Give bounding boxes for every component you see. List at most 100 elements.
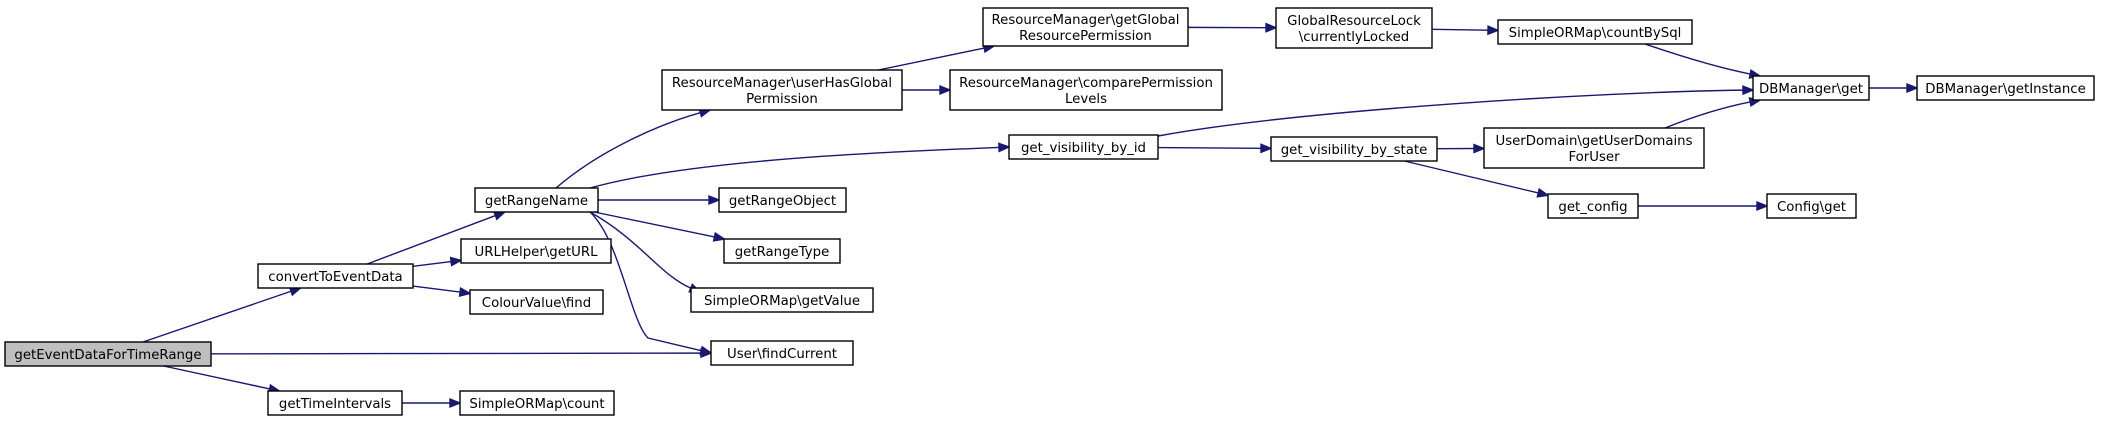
- node-simpleormap-countbysql[interactable]: SimpleORMap\countBySql: [1497, 19, 1693, 45]
- node-label: convertToEventData: [268, 270, 402, 285]
- node-config-get[interactable]: Config\get: [1766, 193, 1857, 219]
- node-box[interactable]: [1547, 193, 1639, 219]
- edge-get_visibility_by_state-to-get_config-line: [1404, 160, 1539, 194]
- node-box[interactable]: [710, 340, 854, 366]
- edge-GRL_currentlyLocked-to-SimpleORMap_countBySql-line: [1431, 28, 1489, 31]
- edge-GRL_currentlyLocked-to-SimpleORMap_countBySql: [1431, 25, 1500, 36]
- edge-get_config-to-Config_get-arrowhead: [1756, 200, 1769, 212]
- node-box[interactable]: [982, 7, 1189, 47]
- node-geteventdatafortimerange[interactable]: getEventDataForTimeRange: [4, 341, 212, 367]
- node-dbmanager-get[interactable]: DBManager\get: [1752, 75, 1870, 101]
- node-box[interactable]: [1483, 127, 1705, 169]
- node-box[interactable]: [257, 263, 414, 289]
- node-box[interactable]: [1497, 19, 1693, 45]
- edge-RM_getGlobalResourcePermission-to-GRL_currentlyLocked-arrowhead: [1265, 22, 1278, 33]
- edge-get_visibility_by_id-to-get_visibility_by_state-arrowhead: [1260, 143, 1273, 154]
- node-box[interactable]: [1275, 7, 1433, 49]
- edge-getRangeName-to-getRangeType-arrowhead: [712, 231, 727, 242]
- node-box[interactable]: [723, 238, 841, 264]
- node-urlhelper-geturl[interactable]: URLHelper\getURL: [460, 238, 612, 264]
- edge-getEventDataForTimeRange-to-User_findCurrent-line: [210, 352, 702, 355]
- node-converttoeventdata[interactable]: convertToEventData: [257, 263, 414, 289]
- edge-getTimeIntervals-to-SimpleORMap_count-arrowhead: [449, 397, 462, 409]
- node-label: getRangeType: [735, 245, 830, 260]
- node-grl-currentlylocked[interactable]: GlobalResourceLock\currentlyLocked: [1275, 7, 1433, 49]
- edge-getRangeName-to-RM_userHasGlobalPermission: [555, 108, 712, 189]
- edge-convertToEventData-to-URLHelper_getURL-line: [412, 260, 452, 268]
- node-simpleormap-getvalue[interactable]: SimpleORMap\getValue: [690, 287, 874, 313]
- edge-get_visibility_by_state-to-get_config: [1404, 160, 1550, 198]
- node-box[interactable]: [469, 289, 604, 315]
- edge-convertToEventData-to-ColourValue_find: [412, 285, 472, 298]
- node-label: SimpleORMap\getValue: [704, 294, 860, 309]
- node-box[interactable]: [1270, 136, 1438, 162]
- node-label: SimpleORMap\count: [469, 397, 604, 412]
- node-box[interactable]: [718, 187, 847, 213]
- edge-RM_userHasGlobalPermission-to-RM_getGlobalResourcePermission-line: [878, 47, 985, 71]
- nodes-layer: getEventDataForTimeRange convertToEventDa…: [4, 7, 2095, 416]
- edge-GRL_currentlyLocked-to-SimpleORMap_countBySql-arrowhead: [1487, 25, 1500, 36]
- edge-convertToEventData-to-getRangeName-line: [366, 214, 496, 265]
- edge-DBManager_get-to-DBManager_getInstance-arrowhead: [1906, 82, 1919, 94]
- node-label: URLHelper\getURL: [474, 245, 598, 260]
- node-box[interactable]: [661, 69, 903, 111]
- node-label: DBManager\get: [1759, 82, 1863, 97]
- edge-getRangeName-to-get_visibility_by_id-line: [589, 146, 1000, 189]
- node-get-visibility-by-state[interactable]: get_visibility_by_state: [1270, 136, 1438, 162]
- node-getrangename[interactable]: getRangeName: [474, 187, 599, 213]
- node-simpleormap-count[interactable]: SimpleORMap\count: [459, 390, 615, 416]
- node-label: ResourceManager\comparePermission: [959, 76, 1213, 91]
- edge-convertToEventData-to-URLHelper_getURL: [412, 256, 463, 268]
- edge-convertToEventData-to-getRangeName-arrowhead: [492, 211, 507, 221]
- node-box[interactable]: [1916, 75, 2095, 101]
- node-box[interactable]: [459, 390, 615, 416]
- node-box[interactable]: [267, 390, 403, 416]
- node-box[interactable]: [1008, 134, 1159, 160]
- node-box[interactable]: [690, 287, 874, 313]
- node-label: User\findCurrent: [727, 347, 837, 362]
- node-box[interactable]: [949, 69, 1223, 111]
- node-label: getRangeObject: [729, 194, 836, 209]
- node-label: GlobalResourceLock: [1287, 14, 1421, 29]
- edge-getRangeName-to-User_findCurrent-line: [589, 211, 702, 352]
- edge-convertToEventData-to-ColourValue_find-arrowhead: [458, 287, 472, 298]
- node-label: \currentlyLocked: [1299, 30, 1409, 45]
- edge-getEventDataForTimeRange-to-convertToEventData: [142, 286, 303, 343]
- edges-layer: [142, 22, 1919, 409]
- node-box[interactable]: [474, 187, 599, 213]
- node-get-visibility-by-id[interactable]: get_visibility_by_id: [1008, 134, 1159, 160]
- edge-getRangeName-to-SimpleORMap_getValue-line: [589, 211, 692, 289]
- node-box[interactable]: [1766, 193, 1857, 219]
- node-colourvalue-find[interactable]: ColourValue\find: [469, 289, 604, 315]
- edge-getTimeIntervals-to-SimpleORMap_count: [402, 397, 462, 409]
- node-box[interactable]: [4, 341, 212, 367]
- edge-SimpleORMap_countBySql-to-DBManager_get: [1644, 43, 1762, 79]
- node-label: SimpleORMap\countBySql: [1509, 26, 1682, 41]
- node-label: getTimeIntervals: [279, 397, 391, 412]
- edge-RM_getGlobalResourcePermission-to-GRL_currentlyLocked: [1187, 22, 1278, 33]
- edge-getRangeName-to-getRangeObject-arrowhead: [708, 194, 721, 206]
- node-gettimeintervals[interactable]: getTimeIntervals: [267, 390, 403, 416]
- node-label: ResourceManager\getGlobal: [992, 13, 1180, 28]
- edge-get_visibility_by_id-to-DBManager_get-line: [1157, 89, 1744, 137]
- edge-getRangeName-to-RM_userHasGlobalPermission-line: [555, 112, 701, 189]
- edge-UserDomain_getUserDomainsForUser-to-DBManager_get-line: [1664, 101, 1751, 129]
- edge-getEventDataForTimeRange-to-convertToEventData-line: [142, 290, 292, 343]
- node-box[interactable]: [460, 238, 612, 264]
- node-box[interactable]: [1752, 75, 1870, 101]
- node-dbmanager-getinstance[interactable]: DBManager\getInstance: [1916, 75, 2095, 101]
- edge-get_visibility_by_id-to-DBManager_get-arrowhead: [1742, 85, 1755, 96]
- edge-RM_userHasGlobalPermission-to-RM_getGlobalResourcePermission: [878, 43, 996, 71]
- edge-DBManager_get-to-DBManager_getInstance: [1869, 82, 1919, 94]
- edge-get_visibility_by_id-to-get_visibility_by_state-line: [1157, 146, 1262, 150]
- node-get-config[interactable]: get_config: [1547, 193, 1639, 219]
- node-getrangetype[interactable]: getRangeType: [723, 238, 841, 264]
- edge-getRangeName-to-User_findCurrent-arrowhead: [699, 345, 713, 356]
- node-user-findcurrent[interactable]: User\findCurrent: [710, 340, 854, 366]
- edge-get_config-to-Config_get: [1638, 200, 1769, 212]
- node-getrangeobject[interactable]: getRangeObject: [718, 187, 847, 213]
- node-rm-getglobalresourcepermission[interactable]: ResourceManager\getGlobalResourcePermiss…: [982, 7, 1189, 47]
